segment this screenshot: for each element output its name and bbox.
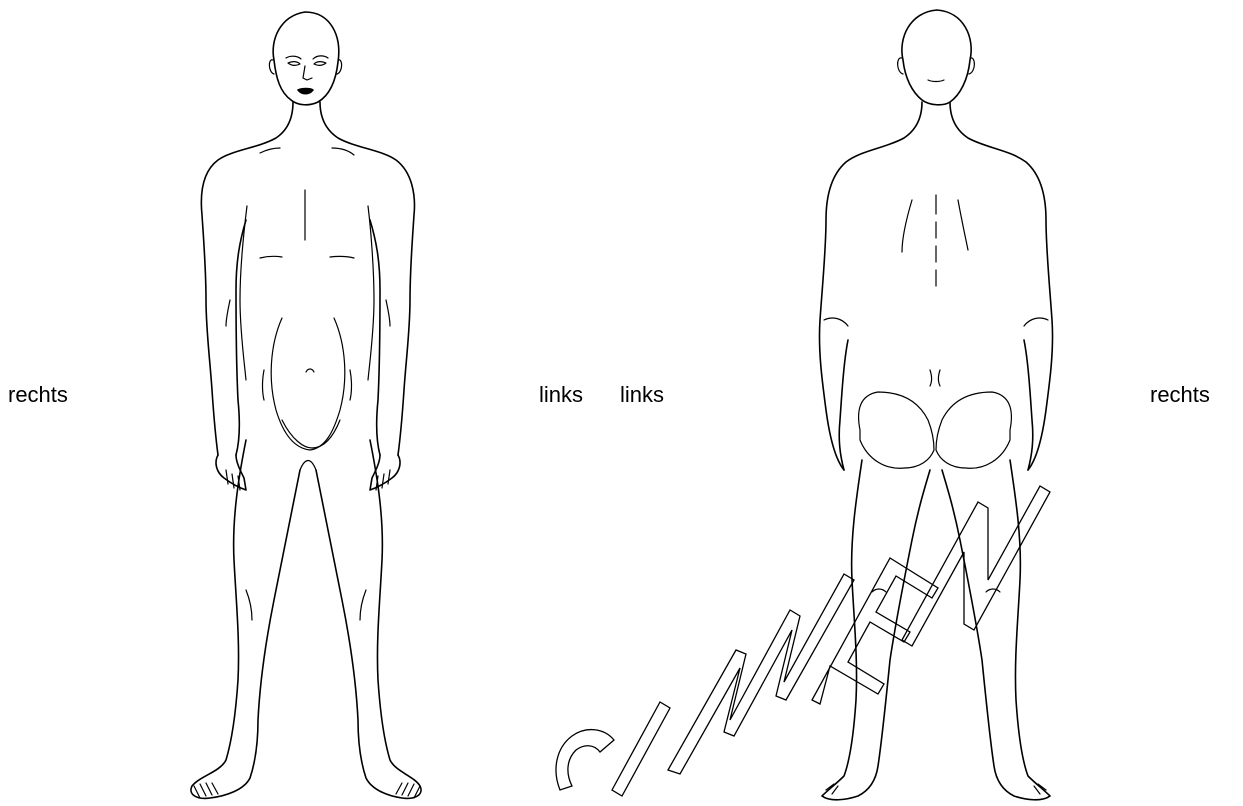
body-chart: rechts links links rechts <box>0 0 1243 806</box>
specimen-watermark <box>0 0 1243 806</box>
